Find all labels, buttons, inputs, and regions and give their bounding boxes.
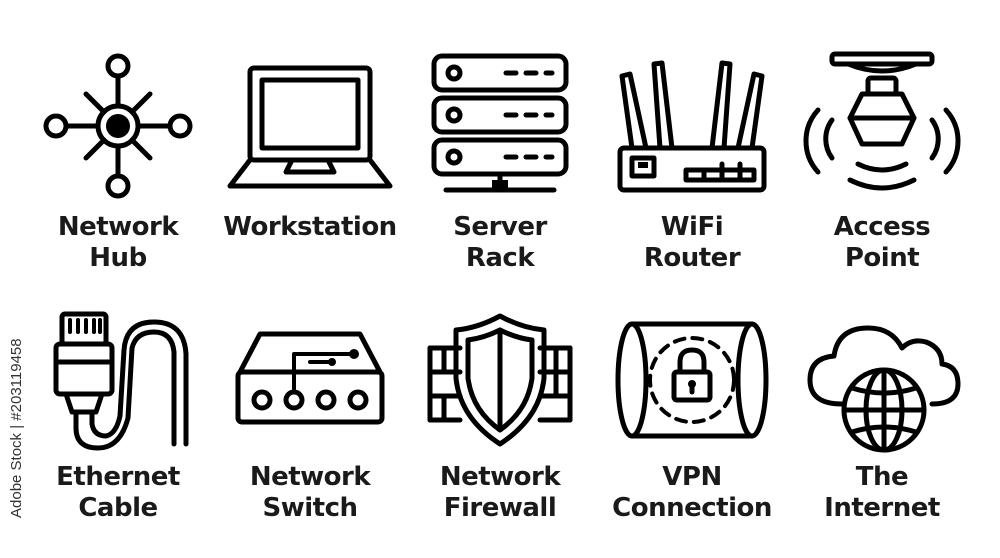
- network-firewall-label: Network Firewall: [439, 462, 561, 523]
- internet-icon: [792, 308, 972, 468]
- ethernet-cable-icon: [28, 308, 208, 468]
- network-firewall-icon: [410, 308, 590, 468]
- workstation-icon: [220, 48, 400, 208]
- workstation-label: Workstation: [223, 212, 397, 242]
- network-hub-label: Network Hub: [57, 212, 179, 273]
- network-switch-icon: [220, 308, 400, 468]
- network-hub-icon: [28, 48, 208, 208]
- network-switch-label: Network Switch: [249, 462, 371, 523]
- server-rack-label: Server Rack: [453, 212, 547, 273]
- wifi-router-icon: [602, 48, 782, 208]
- stock-id-watermark: Adobe Stock | #203119458: [8, 338, 25, 518]
- wifi-router-label: WiFi Router: [643, 212, 741, 273]
- internet-label: The Internet: [824, 462, 940, 523]
- ethernet-cable-label: Ethernet Cable: [56, 462, 180, 523]
- access-point-icon: [792, 48, 972, 208]
- vpn-connection-icon: [602, 308, 782, 468]
- vpn-connection-label: VPN Connection: [612, 462, 772, 523]
- access-point-label: Access Point: [833, 212, 931, 273]
- server-rack-icon: [410, 48, 590, 208]
